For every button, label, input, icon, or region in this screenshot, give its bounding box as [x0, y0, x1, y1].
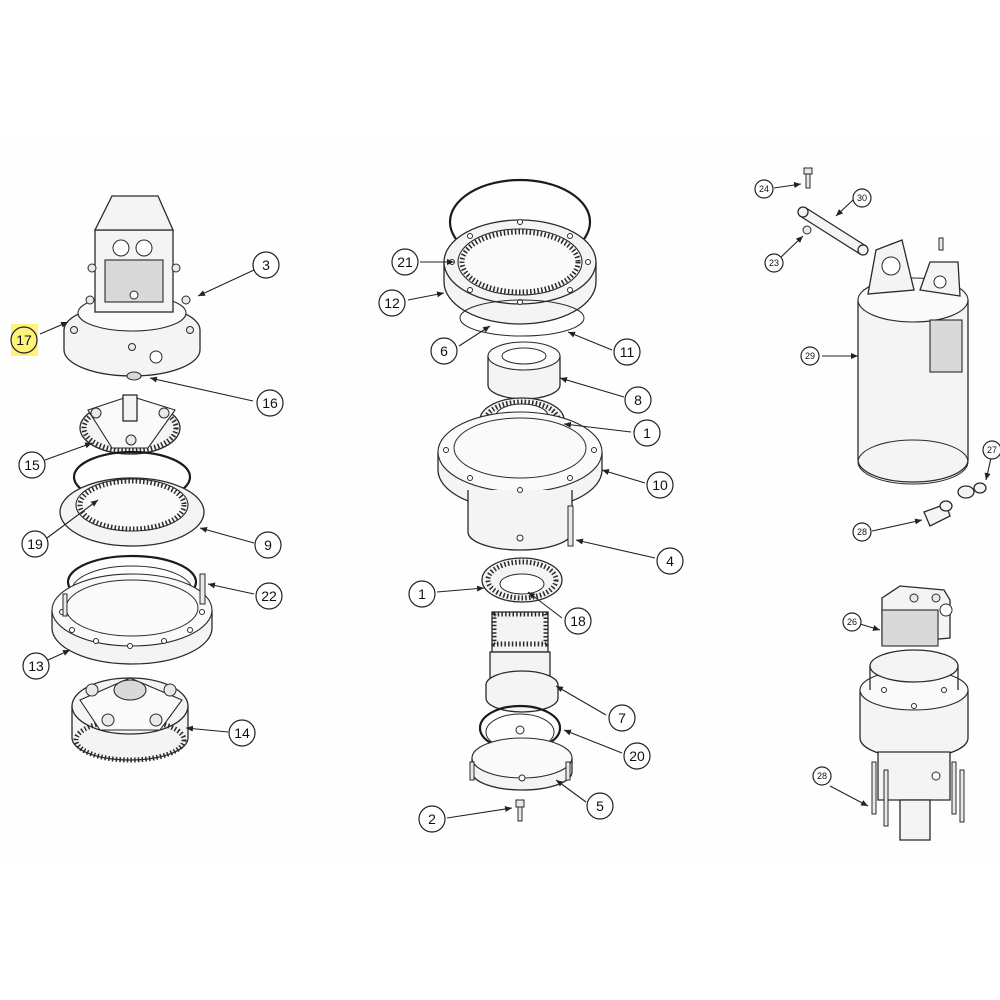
callout-label: 28 — [817, 771, 827, 781]
pin-24 — [803, 167, 813, 189]
callout-20[interactable]: 20 — [623, 742, 651, 770]
callout-3[interactable]: 3 — [252, 251, 280, 279]
callout-18[interactable]: 18 — [564, 607, 592, 635]
motor-26 — [881, 585, 953, 647]
housing-10 — [437, 411, 603, 551]
callout-label: 21 — [397, 254, 413, 270]
ring-gear-12 — [443, 219, 597, 325]
callout-30[interactable]: 30 — [852, 188, 872, 208]
callout-label: 26 — [847, 617, 857, 627]
callout-1-lower[interactable]: 1 — [408, 580, 436, 608]
callout-24[interactable]: 24 — [754, 179, 774, 199]
callout-label: 6 — [440, 343, 448, 359]
callout-10[interactable]: 10 — [646, 471, 674, 499]
callout-21[interactable]: 21 — [391, 248, 419, 276]
callout-16[interactable]: 16 — [256, 389, 284, 417]
callout-28-lower[interactable]: 28 — [812, 766, 832, 786]
right-top-assembly — [797, 167, 987, 527]
callout-label: 27 — [987, 445, 997, 455]
callout-label: 20 — [629, 748, 645, 764]
left-assembly — [51, 195, 213, 763]
callout-label: 15 — [24, 457, 40, 473]
nut-23 — [802, 225, 812, 235]
planet-carrier-15 — [79, 394, 181, 455]
callout-label: 10 — [652, 477, 668, 493]
callout-19[interactable]: 19 — [21, 530, 49, 558]
callout-label: 22 — [261, 588, 277, 604]
callout-label: 16 — [262, 395, 278, 411]
callout-label: 29 — [805, 351, 815, 361]
callout-5[interactable]: 5 — [586, 792, 614, 820]
callout-22[interactable]: 22 — [255, 582, 283, 610]
base-5 — [469, 737, 573, 791]
bearing-1-lower — [481, 557, 563, 603]
callout-label: 9 — [264, 537, 272, 553]
seal-7 — [485, 670, 559, 713]
pin-30 — [797, 206, 869, 256]
callout-label: 13 — [28, 658, 44, 674]
callout-label: 19 — [27, 536, 43, 552]
callout-label: 1 — [643, 425, 651, 441]
right-bottom-assembly — [859, 585, 969, 841]
callout-label: 2 — [428, 811, 436, 827]
callout-label: 5 — [596, 798, 604, 814]
callout-11[interactable]: 11 — [613, 338, 641, 366]
callout-15[interactable]: 15 — [18, 451, 46, 479]
callout-27[interactable]: 27 — [982, 440, 1000, 460]
callout-label: 11 — [620, 344, 635, 360]
callout-28-upper[interactable]: 28 — [852, 522, 872, 542]
callout-label: 24 — [759, 184, 769, 194]
callout-8[interactable]: 8 — [624, 386, 652, 414]
callout-7[interactable]: 7 — [608, 704, 636, 732]
flange-13 — [51, 573, 213, 665]
callout-14[interactable]: 14 — [228, 719, 256, 747]
callout-label: 14 — [234, 725, 250, 741]
callout-2[interactable]: 2 — [418, 805, 446, 833]
callout-label: 4 — [666, 553, 674, 569]
callout-4[interactable]: 4 — [656, 547, 684, 575]
drive-housing — [859, 649, 969, 841]
callout-12[interactable]: 12 — [378, 289, 406, 317]
callout-label: 18 — [570, 613, 586, 629]
ring-gear-9 — [59, 477, 205, 547]
callout-label: 8 — [634, 392, 642, 408]
callout-13[interactable]: 13 — [22, 652, 50, 680]
callout-label: 28 — [857, 527, 867, 537]
callout-label: 3 — [262, 257, 270, 273]
callout-6[interactable]: 6 — [430, 337, 458, 365]
callout-label: 30 — [857, 193, 867, 203]
callout-26[interactable]: 26 — [842, 612, 862, 632]
callout-highlight — [11, 324, 38, 356]
callout-label: 17 — [16, 332, 32, 348]
bushing-8 — [487, 341, 561, 400]
bolt-2 — [515, 799, 525, 822]
callout-23[interactable]: 23 — [764, 253, 784, 273]
fitting-27 — [957, 482, 987, 499]
cylinder-29 — [857, 237, 969, 485]
callout-label: 7 — [618, 710, 626, 726]
leader-lines — [39, 182, 992, 819]
callout-9[interactable]: 9 — [254, 531, 282, 559]
motor-housing — [63, 195, 201, 381]
callout-label: 23 — [769, 258, 779, 268]
callout-17[interactable]: 17 — [10, 324, 38, 356]
seal-11 — [459, 299, 585, 337]
callout-label: 1 — [418, 586, 426, 602]
center-assembly — [437, 178, 603, 822]
callout-1-upper[interactable]: 1 — [633, 419, 661, 447]
planet-carrier-14 — [71, 677, 189, 763]
fitting-28 — [923, 500, 953, 527]
callout-label: 12 — [384, 295, 400, 311]
callout-29[interactable]: 29 — [800, 346, 820, 366]
